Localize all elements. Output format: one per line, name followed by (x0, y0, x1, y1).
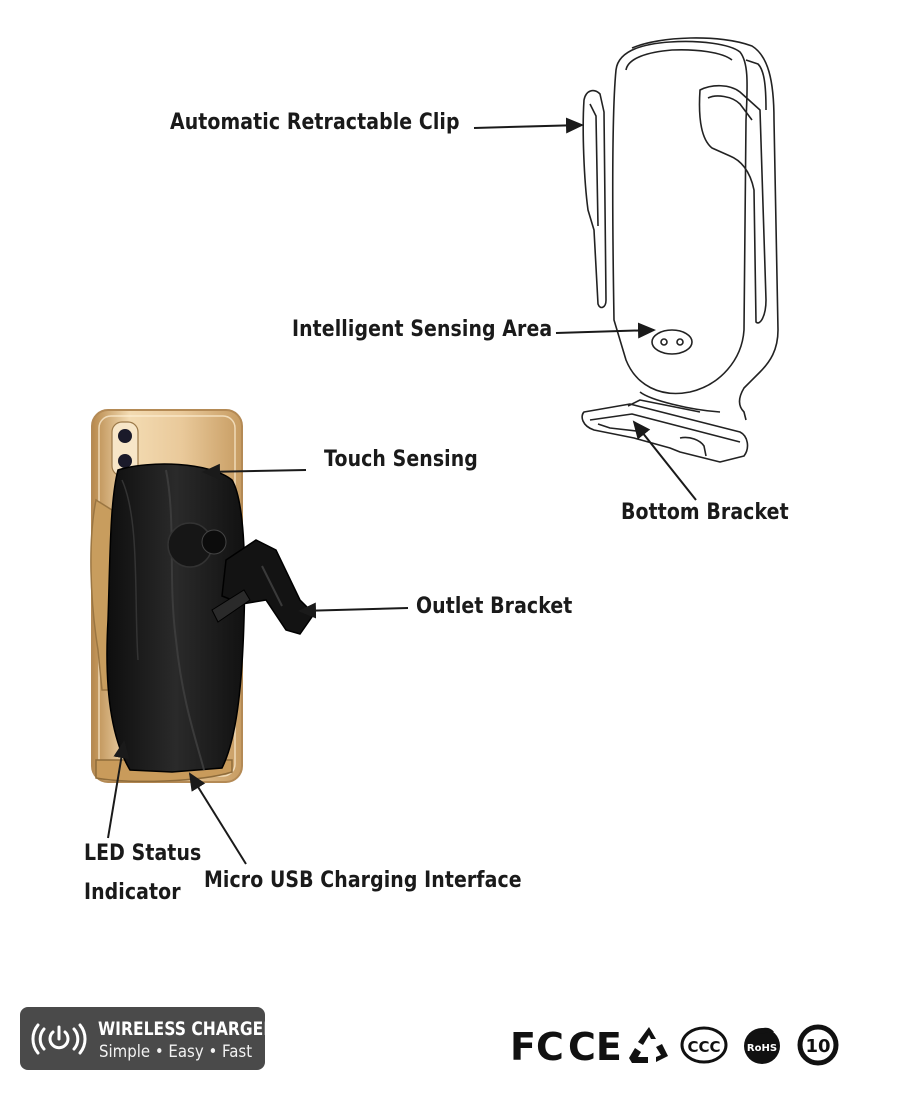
label-bottom-bracket: Bottom Bracket (621, 500, 789, 525)
fc-mark-icon: FC (510, 1024, 566, 1066)
rohs-text: RoHS (747, 1043, 777, 1054)
ccc-text: CCC (687, 1038, 720, 1056)
arrow-outlet-bracket (298, 602, 409, 619)
label-touch-sensing: Touch Sensing (324, 447, 478, 472)
phone-with-holder (90, 409, 315, 783)
arrow-clip (473, 117, 584, 134)
label-automatic-retractable-clip: Automatic Retractable Clip (170, 110, 460, 135)
callout-arrows (107, 117, 697, 865)
arrow-micro-usb (188, 772, 247, 865)
label-intelligent-sensing-area: Intelligent Sensing Area (292, 317, 553, 342)
ce-mark-icon: CE (568, 1024, 620, 1066)
rohs-mark-icon: RoHS (740, 1024, 784, 1066)
ccc-mark-icon: CCC (680, 1024, 728, 1066)
wireless-charger-badge: WIRELESS CHARGER Simple • Easy • Fast (20, 1007, 275, 1070)
badge-subtitle: Simple • Easy • Fast (99, 1042, 253, 1062)
label-led-status-line1: LED Status (84, 841, 202, 866)
badge-title: WIRELESS CHARGER (98, 1018, 276, 1040)
fc-text: FC (510, 1025, 564, 1066)
holder-line-drawing (581, 37, 779, 463)
ce-text: CE (568, 1025, 620, 1066)
arrow-led (107, 740, 130, 839)
recycle-icon (628, 1024, 670, 1066)
label-outlet-bracket: Outlet Bracket (416, 594, 573, 619)
label-led-status-line2: Indicator (84, 880, 181, 905)
wireless-power-icon (31, 1023, 87, 1055)
ten-text: 10 (805, 1036, 830, 1057)
arrow-touch-sensing (202, 463, 307, 480)
arrow-sensing-area (555, 322, 656, 339)
arrow-bottom-bracket (632, 420, 697, 501)
label-micro-usb-charging-interface: Micro USB Charging Interface (204, 868, 522, 893)
ten-year-mark-icon: 10 (796, 1024, 840, 1066)
